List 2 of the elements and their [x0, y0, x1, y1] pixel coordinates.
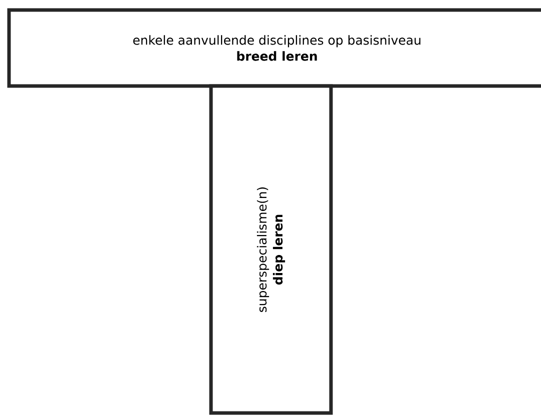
text-box: superspecialisme(n) diep leren: [209, 84, 333, 415]
text-box: enkele aanvullende disciplines op basisniveau breed leren: [7, 8, 541, 88]
